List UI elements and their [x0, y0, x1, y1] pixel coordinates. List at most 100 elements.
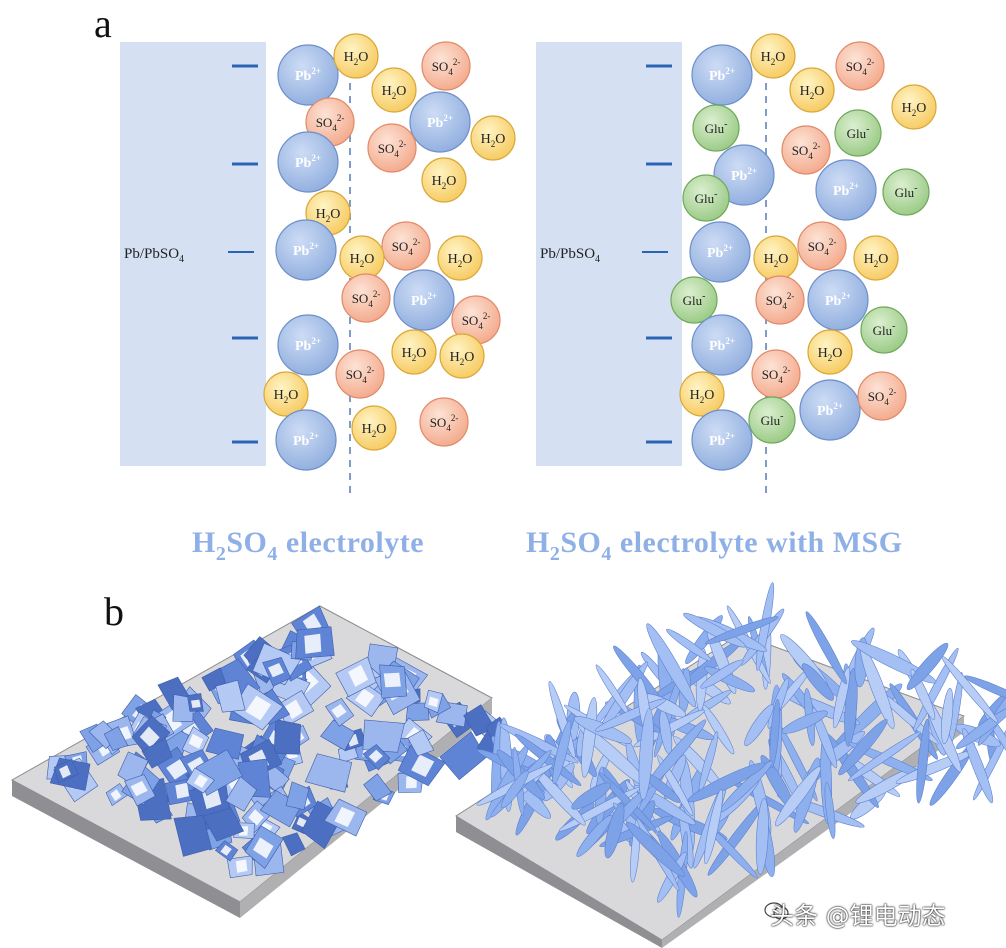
crystal: [320, 719, 356, 751]
crystal: [362, 744, 391, 771]
so4-ion: SO42-: [781, 125, 831, 175]
svg-text:H2O: H2O: [382, 84, 407, 101]
svg-text:H2O: H2O: [344, 50, 369, 67]
glu-ion: Glu-: [860, 306, 908, 354]
svg-text:Pb2+: Pb2+: [817, 401, 843, 419]
so4-ion: SO42-: [797, 221, 847, 271]
svg-text:SO42-: SO42-: [766, 291, 795, 311]
crystal: [397, 743, 446, 787]
charge-marks-right: [642, 64, 672, 444]
title-right: H2SO4 electrolyte with MSG: [526, 526, 903, 565]
needle: [514, 733, 582, 787]
svg-text:Glu-: Glu-: [873, 321, 896, 338]
crystal: [141, 737, 173, 769]
svg-text:H2O: H2O: [432, 174, 457, 191]
svg-text:Pb2+: Pb2+: [293, 431, 319, 449]
svg-text:Pb2+: Pb2+: [411, 291, 437, 309]
svg-text:Pb2+: Pb2+: [833, 181, 859, 199]
h2o-ion: H2O: [853, 235, 899, 281]
crystal: [225, 776, 258, 812]
so4-ion: SO42-: [381, 221, 431, 271]
svg-text:Pb2+: Pb2+: [295, 66, 321, 84]
pb-ion: Pb2+: [277, 131, 339, 193]
crystal: [124, 774, 156, 807]
pb-ion: Pb2+: [815, 159, 877, 221]
svg-text:SO42-: SO42-: [808, 237, 837, 257]
svg-text:Glu-: Glu-: [761, 411, 784, 428]
needle: [812, 707, 838, 769]
svg-text:SO42-: SO42-: [430, 413, 459, 433]
crystal: [244, 825, 284, 869]
needle: [530, 765, 586, 826]
needle: [744, 704, 774, 746]
crystal: [281, 832, 306, 857]
needle: [913, 647, 959, 732]
pb-ion: Pb2+: [275, 409, 337, 471]
needle: [906, 642, 949, 690]
crystal: [231, 683, 284, 731]
h2o-ion: H2O: [333, 33, 379, 79]
svg-text:SO42-: SO42-: [792, 141, 821, 161]
pb-ion: Pb2+: [691, 44, 753, 106]
svg-text:Pb2+: Pb2+: [825, 291, 851, 309]
svg-text:Pb2+: Pb2+: [295, 153, 321, 171]
svg-text:SO42-: SO42-: [378, 139, 407, 159]
needle: [955, 706, 1006, 750]
h2o-ion: H2O: [470, 115, 516, 161]
svg-text:Glu-: Glu-: [683, 291, 706, 308]
so4-ion: SO42-: [451, 295, 501, 345]
svg-text:Pb2+: Pb2+: [295, 336, 321, 354]
needle: [604, 803, 625, 859]
svg-text:H2O: H2O: [800, 84, 825, 101]
svg-text:H2O: H2O: [316, 207, 341, 224]
crystal: [185, 767, 215, 794]
fine-pbso4-needles: [476, 582, 1006, 918]
svg-text:Glu-: Glu-: [847, 124, 870, 141]
pb-ion: Pb2+: [393, 269, 455, 331]
svg-text:H2O: H2O: [481, 132, 506, 149]
glu-ion: Glu-: [834, 109, 882, 157]
svg-text:H2O: H2O: [864, 252, 889, 269]
svg-text:H2O: H2O: [761, 50, 786, 67]
title-left: H2SO4 electrolyte: [192, 526, 425, 565]
crystal: [187, 693, 204, 712]
crystal: [226, 855, 253, 879]
pb-ion: Pb2+: [277, 44, 339, 106]
ions: Pb2+H2OSO42-H2OSO42-Pb2+H2OSO42-Pb2+H2OH…: [263, 33, 937, 471]
needle: [700, 659, 744, 689]
svg-text:SO42-: SO42-: [316, 113, 345, 133]
needle: [687, 762, 766, 803]
svg-text:SO42-: SO42-: [846, 57, 875, 77]
needle: [625, 821, 685, 877]
so4-ion: SO42-: [341, 273, 391, 323]
h2o-ion: H2O: [789, 67, 835, 113]
crystal: [103, 726, 129, 751]
h2o-ion: H2O: [371, 67, 417, 113]
crystal: [335, 656, 377, 698]
watermark-logo-icon: [764, 902, 789, 920]
svg-text:SO42-: SO42-: [762, 365, 791, 385]
svg-text:Pb2+: Pb2+: [293, 241, 319, 259]
so4-ion: SO42-: [835, 41, 885, 91]
svg-text:SO42-: SO42-: [432, 57, 461, 77]
needle: [848, 731, 921, 782]
h2o-ion: H2O: [263, 371, 309, 417]
h2o-ion: H2O: [391, 329, 437, 375]
pb-ion: Pb2+: [807, 269, 869, 331]
h2o-ion: H2O: [437, 235, 483, 281]
crystal: [117, 751, 149, 788]
needle: [704, 789, 723, 865]
glu-ion: Glu-: [882, 168, 930, 216]
glu-ion: Glu-: [692, 104, 740, 152]
so4-ion: SO42-: [755, 275, 805, 325]
needle: [598, 772, 658, 833]
needle: [646, 623, 697, 708]
crystal: [362, 719, 405, 753]
svg-text:H2O: H2O: [362, 422, 387, 439]
large-pbso4-crystals: [46, 605, 509, 879]
panel-b-label: b: [104, 589, 124, 634]
svg-text:H2O: H2O: [690, 388, 715, 405]
glu-ion: Glu-: [670, 276, 718, 324]
charge-marks-left: [228, 64, 258, 444]
